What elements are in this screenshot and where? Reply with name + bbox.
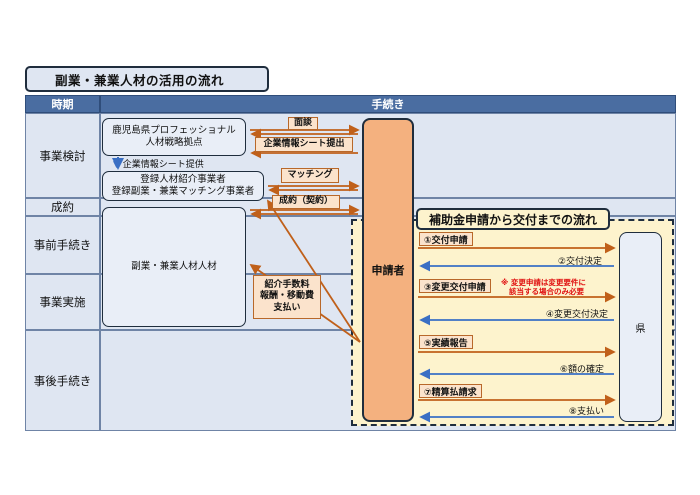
side-job-talent-box: 副業・兼業人材人材: [102, 207, 246, 327]
interview-label: 面談: [288, 117, 318, 130]
contract-label: 成約（契約）: [272, 195, 340, 209]
step6-amount-confirmation: ⑥額の確定: [559, 365, 604, 375]
step3-change-application: ③変更交付申請: [419, 279, 491, 293]
step8-payment: ⑧支払い: [568, 407, 604, 417]
row-label-business-review: 事業検討: [25, 113, 100, 198]
fee-arrow-to-registered: [267, 199, 361, 343]
row-label-implementation: 事業実施: [25, 274, 100, 330]
applicant-box: 申請者: [362, 118, 414, 422]
registered-business-box: 登録人材紹介事業者登録副業・兼業マッチング事業者: [102, 171, 264, 201]
step2-grant-decision: ②交付決定: [557, 257, 602, 267]
subsidy-flow-title: 補助金申請から交付までの流れ: [416, 208, 610, 230]
change-application-note: ※ 変更申請は変更要件に該当する場合のみ必要: [501, 278, 586, 297]
diagram-title: 副業・兼業人材の活用の流れ: [25, 66, 269, 92]
step1-grant-application: ①交付申請: [419, 232, 473, 246]
row-label-contract: 成約: [25, 198, 100, 216]
prefecture-box: 県: [619, 232, 662, 422]
fee-payment-label: 紹介手数料報酬・移動費支払い: [253, 275, 321, 319]
step4-change-decision: ④変更交付決定: [545, 310, 608, 320]
header-period: 時期: [25, 95, 100, 113]
matching-label: マッチング: [281, 168, 339, 183]
row-label-pre-procedure: 事前手続き: [25, 216, 100, 274]
step5-performance-report: ⑤実績報告: [419, 335, 473, 349]
kagoshima-strategy-base-box: 鹿児島県プロフェッショナル人材戦略拠点: [102, 118, 246, 156]
header-procedure: 手続き: [100, 95, 676, 113]
step7-payment-request: ⑦精算払請求: [419, 384, 482, 398]
row-label-post-procedure: 事後手続き: [25, 330, 100, 431]
company-info-submit-label: 企業情報シート提出: [255, 137, 353, 152]
